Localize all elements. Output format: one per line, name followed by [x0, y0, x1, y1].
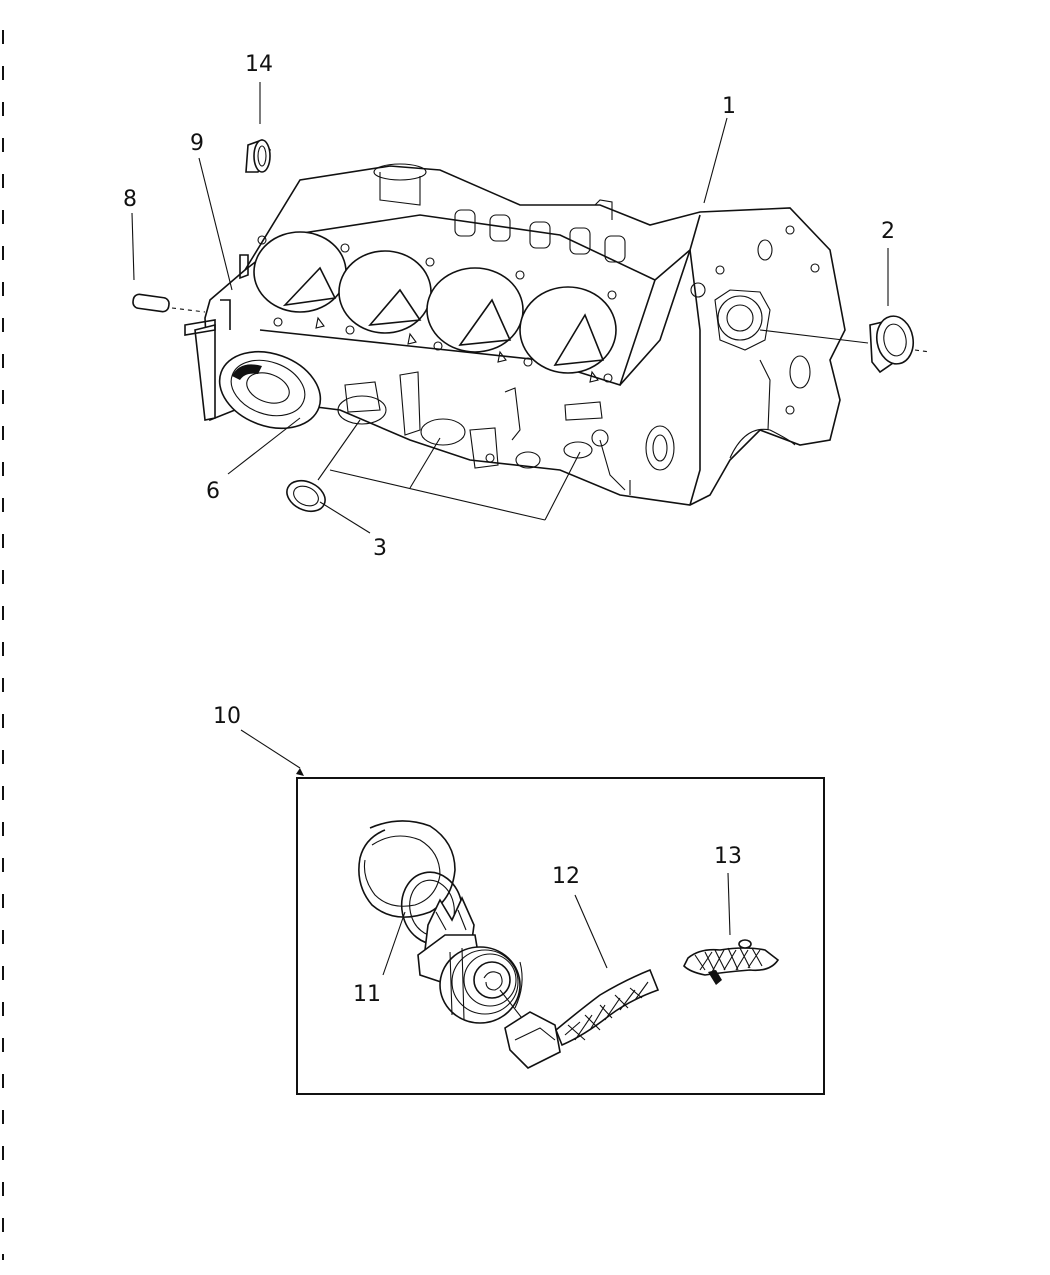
leader-lines [131, 82, 889, 776]
callout-6: 6 [206, 479, 220, 504]
callout-8: 8 [123, 187, 137, 212]
callout-13: 13 [714, 844, 742, 869]
callout-12: 12 [552, 864, 580, 889]
callout-9: 9 [190, 131, 204, 156]
part-8-dowel-pin [132, 293, 206, 313]
kit-leader-lines [382, 872, 731, 976]
callout-3: 3 [373, 536, 387, 561]
part-12-harness [499, 968, 660, 1069]
water-pump [417, 896, 523, 1024]
callout-10: 10 [213, 704, 241, 729]
part-14-bearing [245, 139, 271, 173]
callout-11: 11 [353, 982, 381, 1007]
engine-block [184, 163, 846, 506]
part-2-seal [759, 315, 931, 374]
kit-box [296, 777, 825, 1095]
callout-2: 2 [881, 219, 895, 244]
part-3-plug [286, 479, 326, 513]
callout-labels: 1 2 3 6 8 9 10 11 12 13 14 [123, 52, 895, 1007]
callout-1: 1 [722, 94, 736, 119]
part-13-hose [683, 939, 780, 985]
callout-14: 14 [245, 52, 273, 77]
